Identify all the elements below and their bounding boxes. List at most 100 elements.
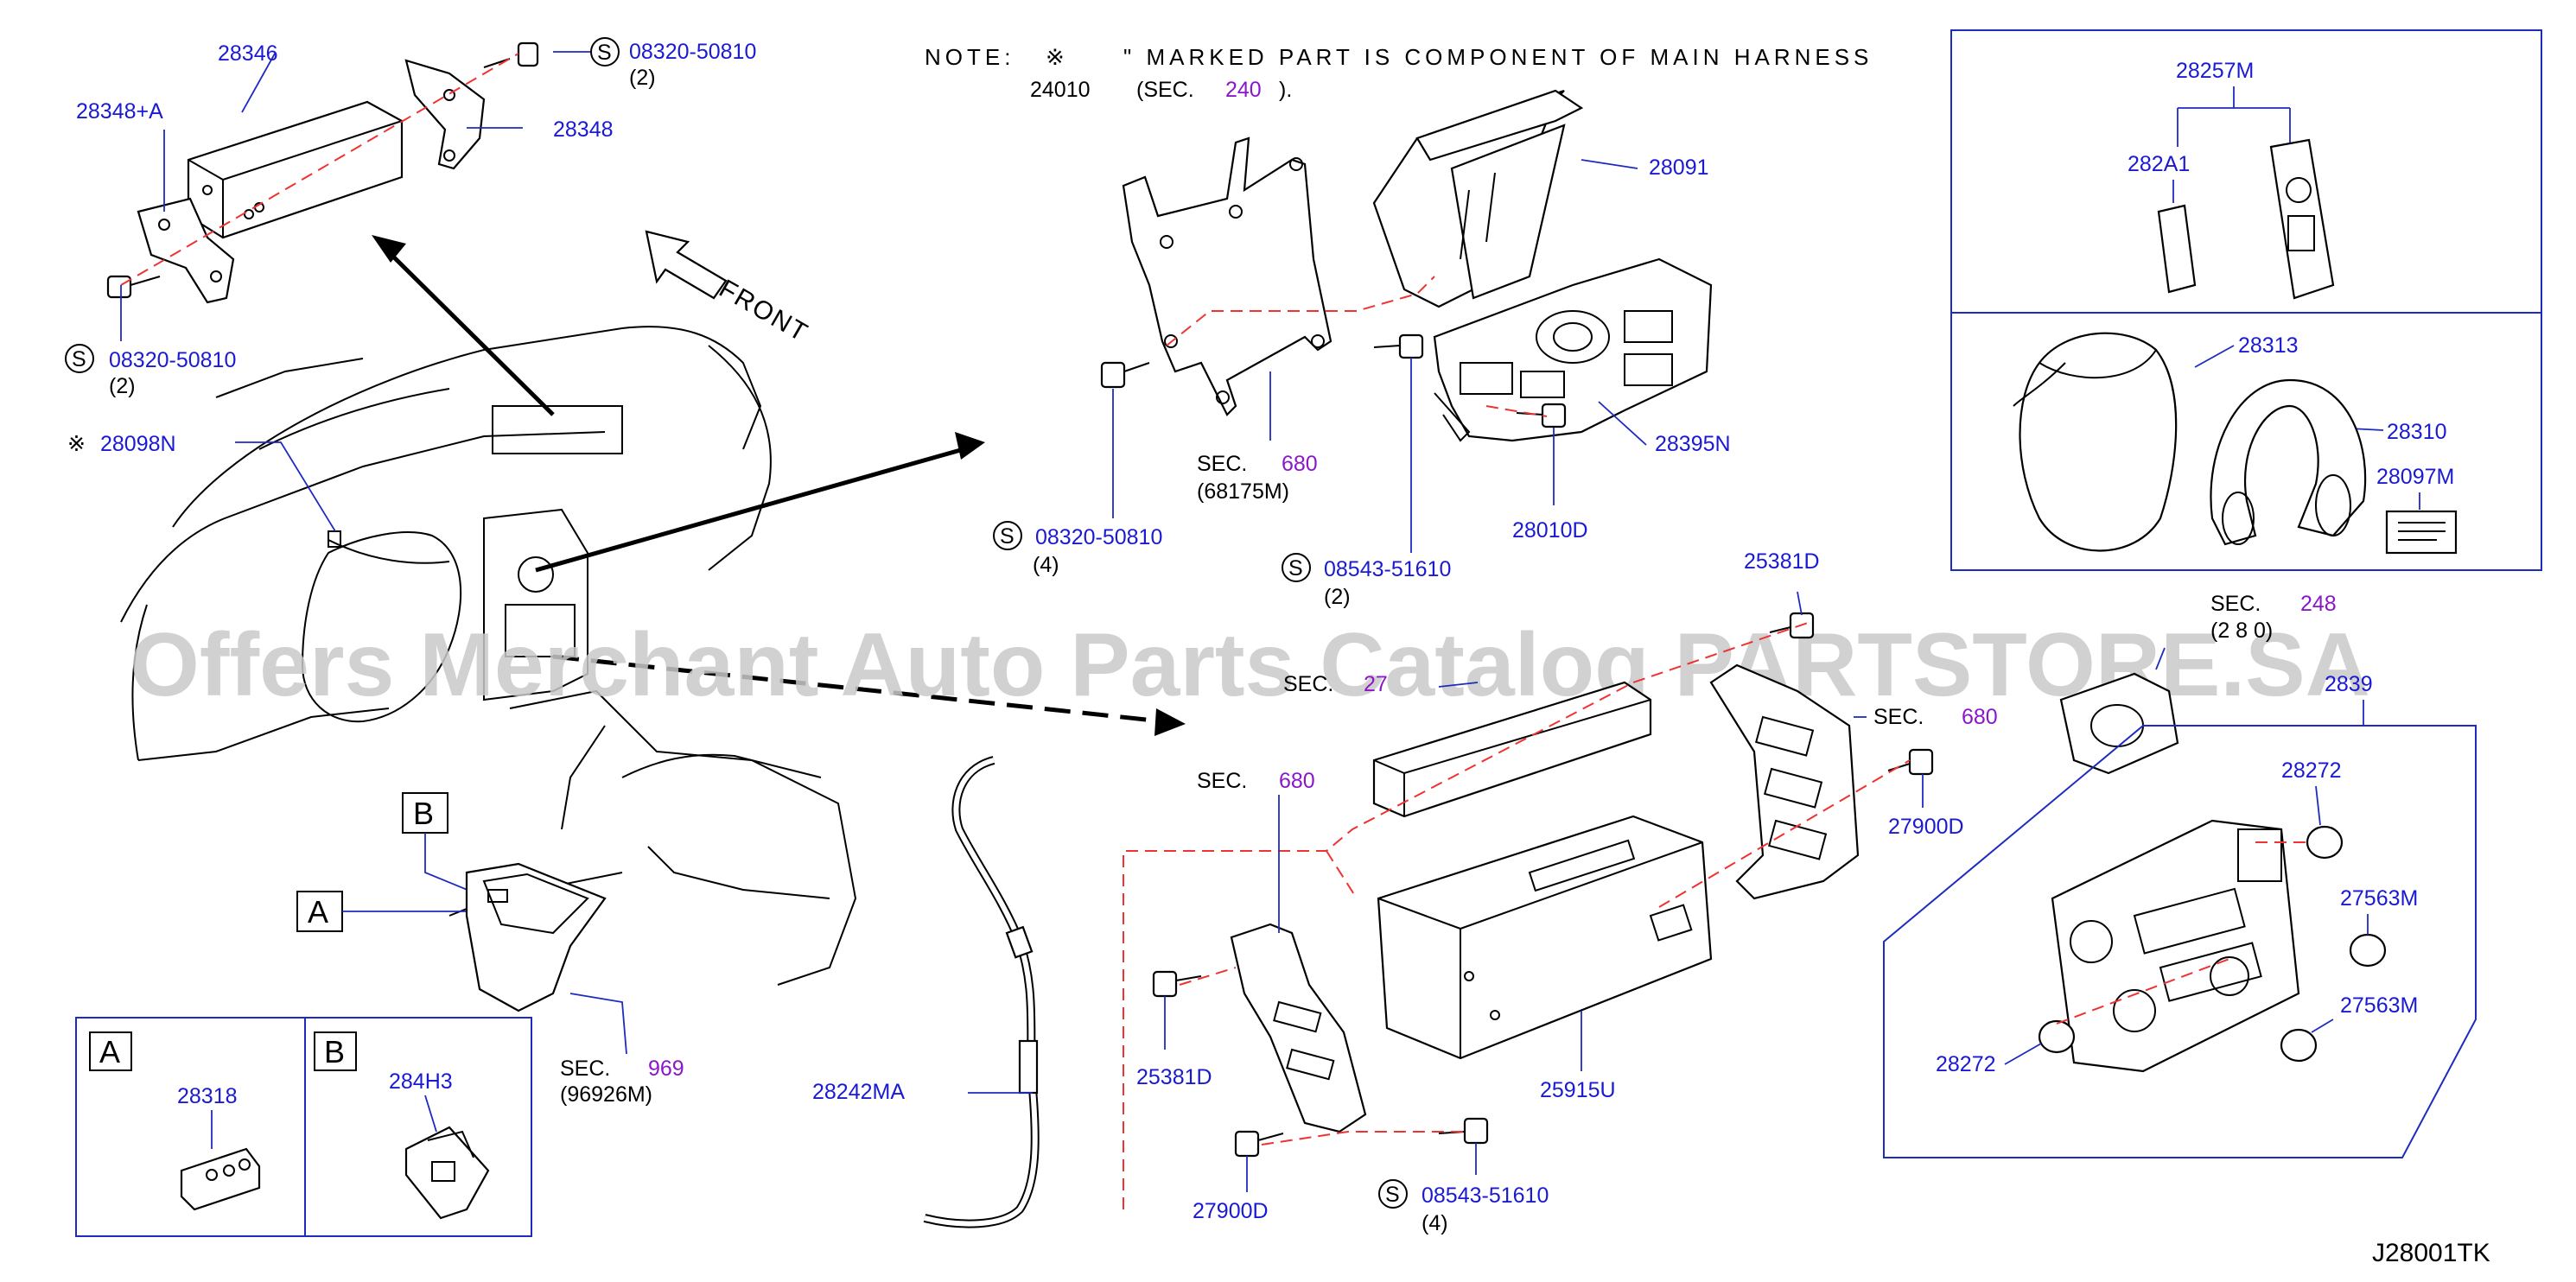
knob-27563m-top	[2349, 933, 2387, 968]
bolt-mid-left	[1100, 361, 1150, 389]
label-28242ma: 28242MA	[812, 1080, 905, 1104]
bolt-25381d-left	[1152, 970, 1202, 998]
label-28348a: 28348+A	[76, 99, 163, 124]
label-27563m-top: 27563M	[2340, 886, 2418, 911]
qty-bolt-mid-left: (4)	[1033, 553, 1059, 577]
part-bracket-68175m	[1122, 136, 1333, 416]
detail-b-marker	[314, 1031, 357, 1071]
part-28346-module	[187, 100, 404, 239]
part-28310-headphones	[2210, 378, 2367, 546]
qty-bolt-mid: (2)	[1324, 585, 1351, 609]
label-284h3: 284H3	[389, 1069, 453, 1094]
sec-680-bracket: 680	[1282, 452, 1318, 476]
part-bracket-right	[1709, 663, 1860, 900]
label-27563m-bottom: 27563M	[2340, 993, 2418, 1018]
sec-word: SEC.	[1283, 672, 1333, 696]
part-sec-27-unit	[1372, 681, 1652, 818]
sec-word: SEC.	[1873, 705, 1924, 729]
callout-b-box	[402, 792, 448, 834]
label-2839-partial: 2839	[2325, 672, 2373, 696]
label-25915u: 25915U	[1540, 1078, 1616, 1102]
knob-28272-bottom	[2038, 1019, 2076, 1054]
sec-248-sub: (2 8 0)	[2210, 619, 2273, 643]
bolt-28010d	[1516, 403, 1567, 428]
label-27900d-bottom: 27900D	[1193, 1199, 1269, 1223]
sec-word: SEC.	[1197, 769, 1247, 793]
qty-bolt-top-right: (2)	[629, 66, 656, 90]
assembly-line-top	[120, 53, 519, 286]
label-bolt-08543-mid: 08543-51610	[1324, 557, 1451, 581]
sec-680-left: 680	[1279, 769, 1315, 793]
qty-bolt-bottom: (4)	[1422, 1211, 1448, 1235]
note-prefix: NOTE:	[925, 44, 1014, 70]
label-28257m: 28257M	[2176, 59, 2254, 83]
standard-part-icon	[1378, 1179, 1408, 1209]
label-27900d-right: 27900D	[1888, 815, 1964, 839]
sec-word: SEC.	[560, 1057, 610, 1081]
sec-word: SEC.	[1197, 452, 1247, 476]
knob-27563m-bottom	[2280, 1028, 2318, 1063]
note-close: ).	[1279, 78, 1292, 102]
note-sec-number: 240	[1225, 78, 1262, 102]
assembly-line-bottom	[1123, 621, 1811, 1209]
climate-panel-box	[1883, 725, 2477, 1158]
sec-27-partial: 27	[1364, 672, 1388, 696]
detail-b-box	[304, 1017, 532, 1237]
note-part-number: 24010	[1030, 78, 1091, 102]
callout-a-box	[296, 891, 343, 932]
bolt-top-right	[483, 41, 539, 68]
label-282a1: 282A1	[2128, 152, 2190, 176]
label-25381d-top: 25381D	[1744, 549, 1820, 574]
part-bracket-left	[1230, 923, 1367, 1133]
label-28091: 28091	[1649, 155, 1709, 180]
note-sec-open: (SEC.	[1136, 78, 1194, 102]
label-28097m: 28097M	[2376, 465, 2454, 489]
detail-a-label: A	[99, 1034, 120, 1069]
sec-680-right: 680	[1962, 705, 1998, 729]
bolt-top-left	[106, 275, 161, 299]
label-28272-top: 28272	[2281, 758, 2342, 783]
sec-680-bracket-sub: (68175M)	[1197, 479, 1289, 504]
harness-mark-icon: ※	[67, 432, 86, 456]
label-28395n: 28395N	[1655, 432, 1731, 456]
callout-a: A	[308, 894, 328, 930]
label-28310: 28310	[2387, 420, 2447, 444]
sec-248: 248	[2300, 592, 2337, 616]
label-28098n: 28098N	[100, 432, 176, 456]
part-282a1-battery-cover	[2157, 204, 2197, 294]
arrow-to-module	[385, 249, 555, 416]
arrow-to-display	[535, 447, 964, 573]
label-bolt-08320-top-left: 08320-50810	[109, 348, 236, 372]
part-28395n-control-panel	[1433, 257, 1713, 442]
part-284h3-jack	[404, 1126, 490, 1220]
part-climate-control-panel	[2051, 819, 2300, 1073]
knob-28272-top	[2306, 825, 2344, 860]
sec-969-sub: (96926M)	[560, 1082, 652, 1107]
label-28010d: 28010D	[1512, 518, 1588, 543]
watermark: Offers Merchant Auto Parts Catalog PARTS…	[130, 615, 2370, 715]
front-label: FRONT	[715, 274, 814, 347]
label-25381d-left: 25381D	[1136, 1065, 1212, 1089]
s-symbol: S	[1385, 1183, 1400, 1207]
part-28348-bracket	[404, 59, 486, 170]
part-28097m-label	[2385, 510, 2458, 555]
label-28318: 28318	[177, 1084, 238, 1108]
bolt-08543-bottom	[1438, 1117, 1489, 1145]
label-bolt-08543-bottom: 08543-51610	[1422, 1184, 1549, 1208]
part-28313-bag	[2013, 332, 2178, 552]
bolt-27900d-right	[1887, 748, 1934, 776]
arrow-to-audio	[552, 654, 1163, 724]
label-bolt-08320-top-right: 08320-50810	[629, 40, 756, 64]
harness-mark-icon: ※	[1046, 44, 1069, 70]
part-28348a-bracket	[137, 197, 235, 304]
assembly-line-mid	[1166, 276, 1435, 346]
detail-b-label: B	[324, 1034, 345, 1069]
label-bolt-08320-mid: 08320-50810	[1035, 525, 1162, 549]
part-28318-connector	[180, 1147, 261, 1211]
s-symbol: S	[1288, 556, 1303, 581]
qty-bolt-top-left: (2)	[109, 374, 136, 398]
standard-part-icon	[1282, 553, 1311, 582]
label-28313: 28313	[2238, 333, 2299, 358]
